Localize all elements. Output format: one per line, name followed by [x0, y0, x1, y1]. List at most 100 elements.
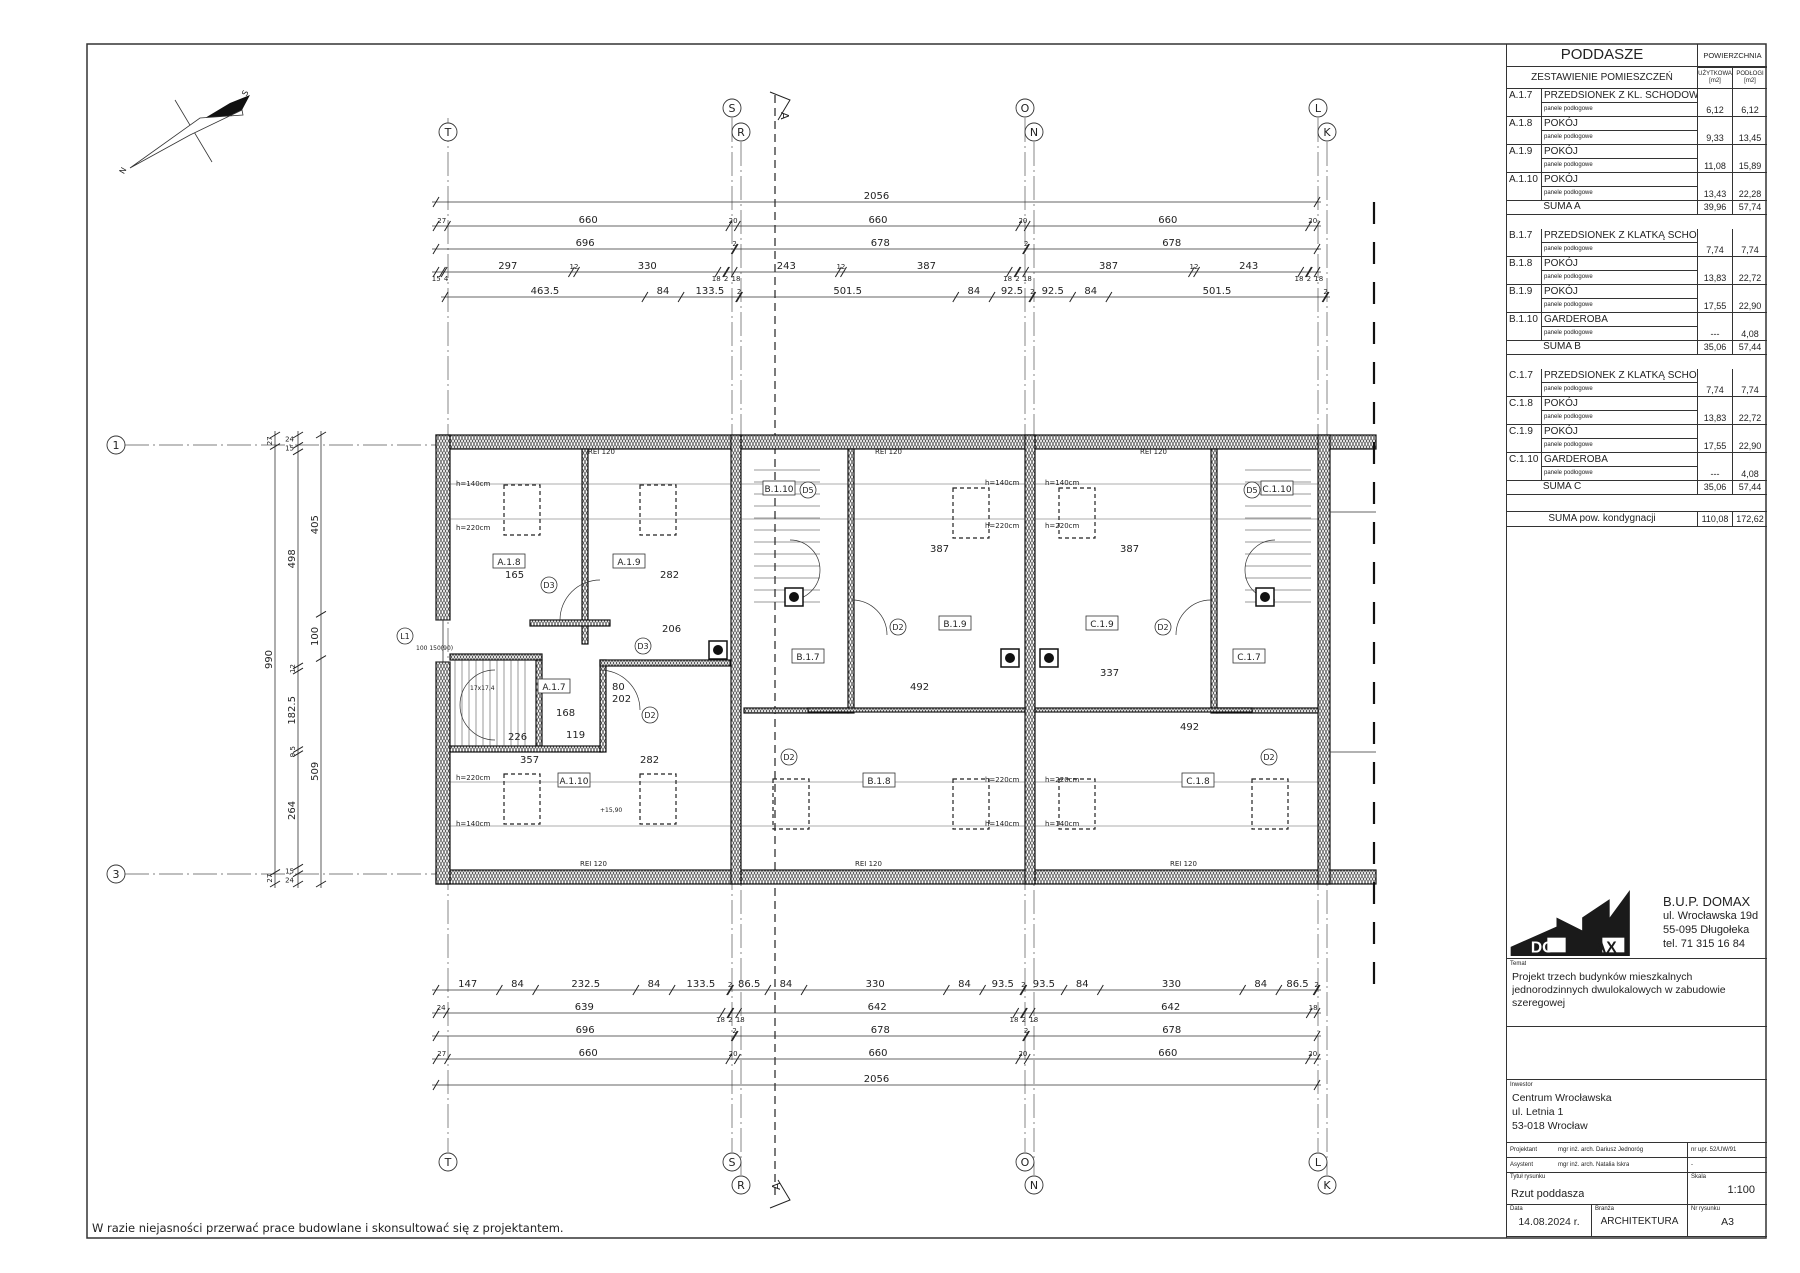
floor-area: 22,72 [1732, 257, 1767, 285]
usable-area: --- [1697, 453, 1732, 481]
room-finish: panele podłogowe [1541, 103, 1697, 117]
dimension-tick [1321, 291, 1329, 303]
door-label: L1 [400, 632, 410, 641]
dimension-tick [725, 220, 733, 232]
dimension-tick [730, 1030, 738, 1042]
room-finish: panele podłogowe [1541, 187, 1697, 201]
room-label: A.1.9 [617, 558, 640, 568]
drawing-title-label: Tytuł rysunku [1510, 1174, 1546, 1180]
axis-marker-bottom-label: S [729, 1156, 736, 1169]
plan-annotation: 357 [520, 755, 539, 766]
axis-marker-bottom-label: O [1021, 1156, 1030, 1169]
dimension-tick [1028, 1007, 1036, 1019]
floor-area: 7,74 [1732, 229, 1767, 257]
dimension-value: 2 [1030, 288, 1034, 296]
dimension-tick [1060, 984, 1068, 996]
dimension-tick [733, 220, 741, 232]
chimney-flue-icon [1044, 653, 1054, 663]
dimension-tick [1305, 266, 1313, 278]
plan-annotation: REI 120 [855, 860, 882, 868]
dimension-value: 2 [1024, 240, 1028, 248]
room-name: PRZEDSIONEK Z KLATKĄ SCHOD. [1541, 229, 1697, 243]
room-tag [1260, 480, 1294, 496]
floor-area: 13,45 [1732, 117, 1767, 145]
room-tag [1232, 648, 1266, 664]
dimension-value: 2 [1021, 981, 1025, 989]
plan-annotation: REI 120 [1170, 860, 1197, 868]
dimension-value: 330 [638, 261, 657, 272]
section-label: A [770, 1182, 783, 1190]
dimension-value: 2 [1307, 275, 1311, 283]
room-label: A.1.10 [560, 777, 589, 787]
chimney-flue-icon [789, 592, 799, 602]
room-label: B.1.10 [764, 485, 793, 495]
dimension-tick [532, 984, 540, 996]
dimension-tick [292, 746, 304, 754]
axis-marker [1024, 122, 1044, 142]
dimension-tick [432, 266, 440, 278]
axis-marker-label: O [1021, 102, 1030, 115]
room-name: PRZEDSIONEK Z KLATKĄ SCHOD. [1541, 369, 1697, 383]
dimension-value: 642 [868, 1002, 887, 1013]
company-city: 55-095 Długołeka [1663, 924, 1750, 936]
plan-annotation: 492 [910, 682, 929, 693]
room-finish: panele podłogowe [1541, 271, 1697, 285]
svg-text:DO: DO [1531, 939, 1554, 956]
axis-marker-row-label: 1 [113, 439, 120, 452]
dimension-tick [315, 880, 327, 888]
dimension-value: 232.5 [571, 979, 600, 990]
dimension-value: 15 [285, 444, 294, 452]
chimney-flue-icon [1260, 592, 1270, 602]
dimension-tick [952, 291, 960, 303]
room-row: A.1.7 PRZEDSIONEK Z KL. SCHODOWĄ panele … [1507, 89, 1767, 117]
total-label: SUMA pow. kondygnacji [1548, 513, 1656, 524]
topic-line: szeregowej [1512, 997, 1566, 1009]
room-finish: panele podłogowe [1541, 383, 1697, 397]
dimension-value: 84 [958, 979, 971, 990]
dimension-value: 12 [836, 263, 845, 271]
dimension-tick [641, 291, 649, 303]
door-swing [851, 599, 888, 636]
floor-area: 22,28 [1732, 173, 1767, 201]
dimension-tick [1313, 243, 1321, 255]
dimension-value: 660 [579, 1048, 598, 1059]
usable-area-header: UŻYTKOWA [m2] [1697, 67, 1732, 89]
topic-line: jednorodzinnych dwulokalowych w zabudowi… [1512, 984, 1726, 996]
axis-marker [722, 98, 742, 118]
axis-marker-label: N [1030, 126, 1038, 139]
dimension-tick [495, 984, 503, 996]
dimension-tick [731, 1030, 739, 1042]
dimension-value: 990 [264, 650, 275, 669]
dimension-value: 405 [310, 515, 321, 534]
dimension-tick [735, 1007, 743, 1019]
dimension-value: 18 [712, 275, 721, 283]
roof-window [639, 773, 677, 825]
room-finish: panele podłogowe [1541, 131, 1697, 145]
dimension-value: 133.5 [687, 979, 716, 990]
door-marker [540, 576, 558, 594]
roof-window [1251, 778, 1289, 830]
plan-annotation: h=140cm [985, 479, 1020, 487]
room-row: C.1.7 PRZEDSIONEK Z KLATKĄ SCHOD. panele… [1507, 369, 1767, 397]
plan-annotation: 492 [1180, 722, 1199, 733]
dimension-value: 387 [917, 261, 936, 272]
dimension-value: 501.5 [1203, 286, 1232, 297]
dimension-tick [677, 291, 685, 303]
dimension-tick [1275, 984, 1283, 996]
dimension-value: 678 [871, 1025, 890, 1036]
plan-annotation: h=220cm [985, 776, 1020, 784]
usable-area: 17,55 [1697, 285, 1732, 313]
dimension-tick [292, 870, 304, 878]
roof-window [503, 484, 541, 536]
dimension-tick [1312, 984, 1320, 996]
dimension-tick [727, 984, 734, 996]
stair-arrow [459, 669, 496, 741]
dimension-tick [444, 1053, 451, 1065]
dimension-value: 387 [1099, 261, 1118, 272]
dimension-tick [442, 1007, 450, 1019]
dimension-tick [315, 610, 327, 618]
dimension-tick [269, 880, 281, 888]
room-name: GARDEROBA [1541, 453, 1697, 467]
dimension-tick [432, 243, 440, 255]
dimension-tick [440, 266, 448, 278]
